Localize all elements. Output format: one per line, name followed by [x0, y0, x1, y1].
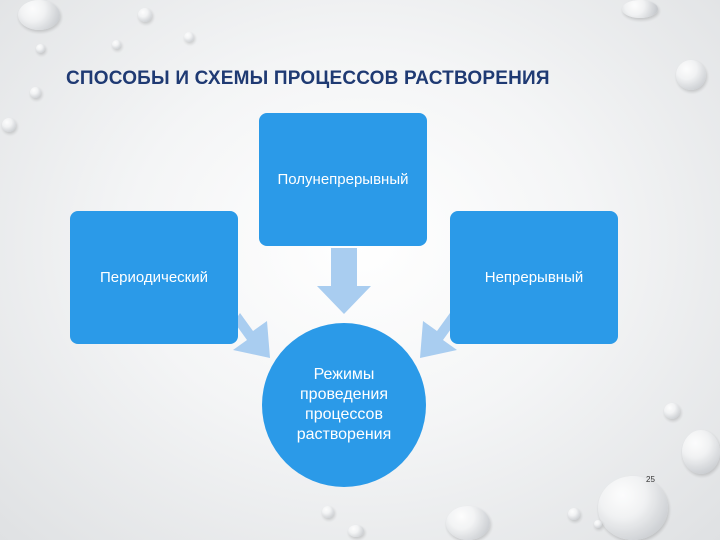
node-periodic: Периодический [70, 211, 238, 344]
water-drop-decoration [18, 0, 60, 30]
water-drop-decoration [568, 508, 580, 520]
arrow-from-left [233, 313, 270, 358]
node-dissolution-modes-label: Режимы проведения процессов растворения [296, 366, 392, 443]
water-drop-decoration [30, 87, 41, 98]
node-continuous: Непрерывный [450, 211, 618, 344]
water-drop-decoration [664, 403, 680, 419]
water-drop-decoration [138, 8, 152, 22]
water-drop-decoration [322, 506, 334, 518]
water-drop-decoration [112, 40, 121, 49]
water-drop-decoration [676, 60, 706, 90]
water-drop-decoration [594, 520, 602, 528]
arrow-from-right [420, 313, 457, 358]
water-drop-decoration [2, 118, 16, 132]
water-drop-decoration [682, 430, 720, 474]
water-drop-decoration [598, 476, 668, 540]
arrow-down [317, 248, 371, 314]
slide-title: СПОСОБЫ И СХЕМЫ ПРОЦЕССОВ РАСТВОРЕНИЯ [66, 68, 550, 89]
water-drop-decoration [622, 0, 658, 18]
node-continuous-label: Непрерывный [484, 269, 584, 286]
water-drop-decoration [36, 44, 45, 53]
node-dissolution-modes: Режимы проведения процессов растворения [262, 323, 426, 487]
water-drop-decoration [348, 525, 364, 537]
page-number: 25 [646, 475, 655, 484]
node-semicontinuous-label: Полунепрерывный [277, 171, 409, 188]
node-semicontinuous: Полунепрерывный [259, 113, 427, 246]
water-drop-decoration [184, 32, 194, 42]
node-periodic-label: Периодический [100, 269, 208, 286]
water-drop-decoration [446, 506, 490, 540]
